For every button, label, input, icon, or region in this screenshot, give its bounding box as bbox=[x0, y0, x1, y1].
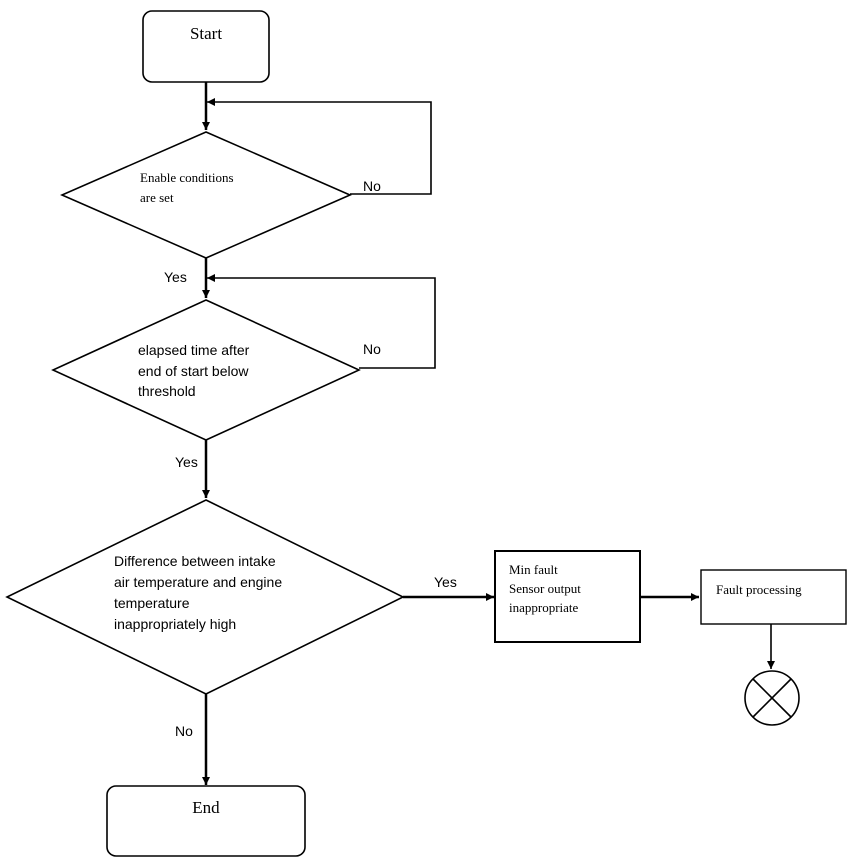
min-fault-box: Min fault Sensor output inappropriate bbox=[494, 550, 641, 643]
edge-label-enable-no: No bbox=[363, 178, 381, 194]
edge-enable-no-loop bbox=[207, 98, 432, 195]
decision-elapsed-time: elapsed time after end of start below th… bbox=[51, 299, 361, 441]
decision-enable-text: Enable conditions are set bbox=[140, 170, 237, 205]
decision-enable-conditions: Enable conditions are set bbox=[60, 131, 352, 259]
fault-processing-box: Fault processing bbox=[700, 569, 847, 625]
start-label: Start bbox=[190, 24, 222, 43]
edge-label-elapsed-yes: Yes bbox=[175, 454, 198, 470]
decision-elapsed-text: elapsed time after end of start below th… bbox=[138, 342, 253, 399]
decision-difference-text: Difference between intake air temperatur… bbox=[114, 553, 286, 632]
edge-label-difference-no: No bbox=[175, 723, 193, 739]
min-fault-text: Min fault Sensor output inappropriate bbox=[509, 562, 584, 615]
edge-elapsed-no-loop bbox=[207, 274, 436, 369]
edge-label-difference-yes: Yes bbox=[434, 574, 457, 590]
edge-label-enable-yes: Yes bbox=[164, 269, 187, 285]
end-label: End bbox=[192, 798, 220, 817]
fault-processing-label: Fault processing bbox=[716, 582, 802, 597]
end-node: End bbox=[106, 785, 306, 857]
terminator-x-icon bbox=[744, 670, 800, 726]
edge-label-elapsed-no: No bbox=[363, 341, 381, 357]
decision-temperature-difference: Difference between intake air temperatur… bbox=[5, 499, 405, 695]
start-node: Start bbox=[142, 10, 270, 83]
